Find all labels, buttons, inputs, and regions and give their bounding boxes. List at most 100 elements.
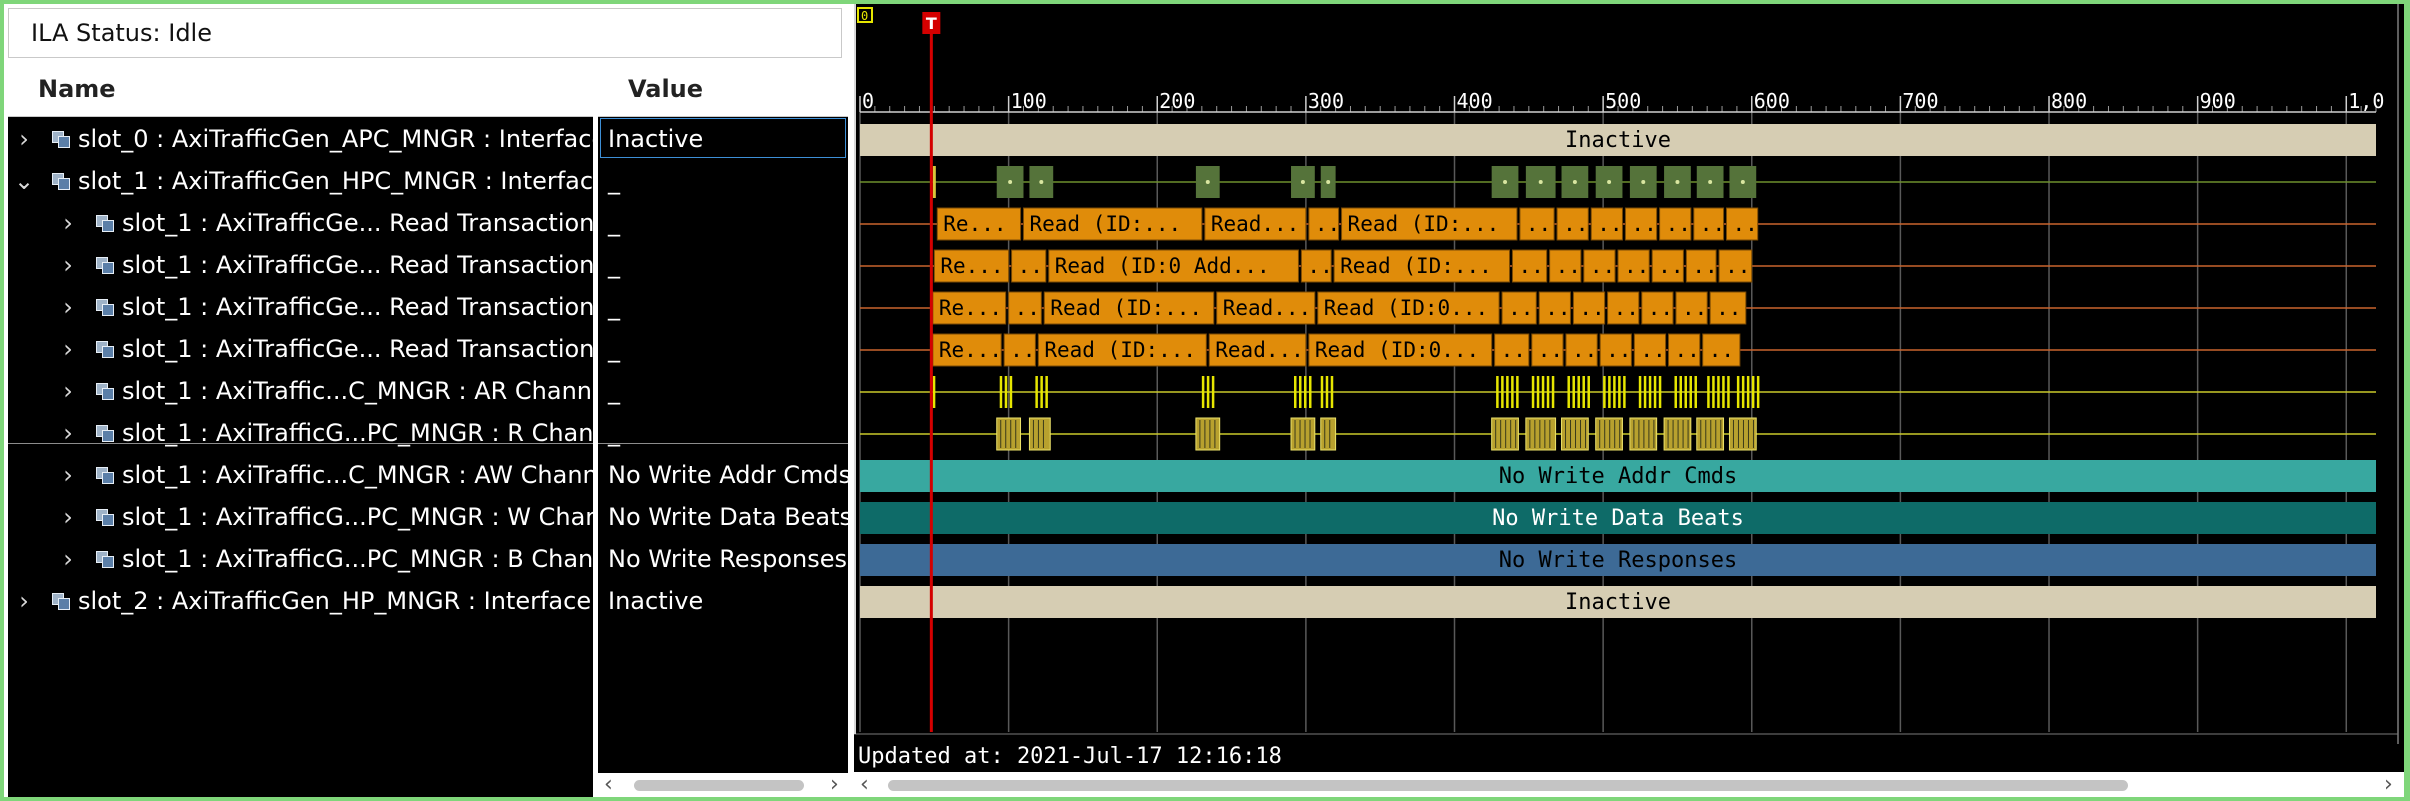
transaction-segment[interactable] — [1043, 291, 1215, 325]
signal-row[interactable]: ›slot_1 : AxiTrafficG...PC_MNGR : B Chan… — [8, 538, 593, 580]
lane-bar[interactable] — [860, 460, 2376, 492]
data-burst[interactable] — [996, 417, 1022, 451]
signal-value-row[interactable]: _ — [598, 328, 848, 370]
signal-row[interactable]: ⌄slot_1 : AxiTrafficGen_HPC_MNGR : Inter… — [8, 160, 593, 202]
trigger-marker[interactable] — [922, 12, 941, 34]
zoom-marker[interactable] — [857, 7, 873, 23]
expand-chevron-icon[interactable]: › — [63, 545, 73, 573]
waveform-horizontal-scrollbar[interactable]: ‹ › — [854, 773, 2404, 797]
transaction-segment[interactable] — [1317, 291, 1500, 325]
waveform-lane[interactable]: Re.....Read (ID:0 Add.....Read (ID:.....… — [860, 249, 2376, 283]
expand-chevron-icon[interactable]: › — [63, 209, 73, 237]
signal-value-row[interactable]: _ — [598, 160, 848, 202]
expand-chevron-icon[interactable]: › — [19, 587, 29, 615]
signal-value-row[interactable]: No Write Data Beats — [598, 496, 848, 538]
lane-bar[interactable] — [860, 544, 2376, 576]
transaction-segment[interactable] — [1633, 333, 1667, 367]
waveform-lane[interactable] — [860, 376, 2376, 408]
transaction-segment[interactable] — [1693, 207, 1725, 241]
wave-scroll-left-arrow-icon[interactable]: ‹ — [860, 772, 869, 797]
waveform-lane[interactable]: Re...Read (ID:...Read.....Read (ID:.....… — [860, 207, 2376, 241]
transaction-segment[interactable] — [1300, 249, 1332, 283]
waveform-lane[interactable] — [860, 417, 2376, 451]
transaction-segment[interactable] — [1590, 207, 1623, 241]
expand-chevron-icon[interactable]: › — [63, 377, 73, 405]
signal-row[interactable]: ›slot_1 : AxiTrafficGe... Read Transacti… — [8, 328, 593, 370]
values-scroll-thumb[interactable] — [634, 780, 804, 791]
lane-bar[interactable] — [860, 124, 2376, 156]
wave-scroll-right-arrow-icon[interactable]: › — [2384, 772, 2393, 797]
transaction-segment[interactable] — [1208, 333, 1307, 367]
scroll-right-arrow-icon[interactable]: › — [830, 772, 839, 797]
data-burst[interactable] — [1290, 417, 1316, 451]
transaction-segment[interactable] — [1333, 249, 1511, 283]
transaction-segment[interactable] — [1702, 333, 1741, 367]
waveform-lane[interactable]: Inactive — [860, 586, 2376, 618]
transaction-segment[interactable] — [1668, 333, 1701, 367]
transaction-segment[interactable] — [1204, 207, 1307, 241]
waveform-lane[interactable]: Re.....Read (ID:...Read...Read (ID:0....… — [860, 291, 2376, 325]
transaction-segment[interactable] — [1685, 249, 1717, 283]
expand-chevron-icon[interactable]: › — [63, 335, 73, 363]
data-burst[interactable] — [1028, 417, 1051, 451]
transaction-segment[interactable] — [1048, 249, 1299, 283]
signal-row[interactable]: ›slot_1 : AxiTrafficGe... Read Transacti… — [8, 286, 593, 328]
transaction-segment[interactable] — [1607, 291, 1640, 325]
expand-chevron-icon[interactable]: › — [63, 251, 73, 279]
waveform-lane[interactable]: Inactive — [860, 124, 2376, 156]
signal-value-row[interactable]: _ — [598, 202, 848, 244]
transaction-segment[interactable] — [1022, 207, 1203, 241]
expand-chevron-icon[interactable]: › — [63, 293, 73, 321]
transaction-segment[interactable] — [932, 291, 1007, 325]
waveform-lane[interactable]: Re.....Read (ID:...Read...Read (ID:0....… — [860, 333, 2376, 367]
transaction-segment[interactable] — [1216, 291, 1316, 325]
transaction-segment[interactable] — [1341, 207, 1518, 241]
transaction-segment[interactable] — [1003, 333, 1036, 367]
data-burst[interactable] — [1320, 417, 1337, 451]
transaction-segment[interactable] — [1511, 249, 1548, 283]
transaction-segment[interactable] — [1494, 333, 1530, 367]
waveform-scroll-thumb[interactable] — [888, 780, 2128, 791]
scroll-left-arrow-icon[interactable]: ‹ — [604, 772, 613, 797]
transaction-segment[interactable] — [1624, 207, 1658, 241]
value-column-header[interactable]: Value — [598, 61, 848, 117]
signal-value-row[interactable]: _ — [598, 370, 848, 412]
transaction-segment[interactable] — [932, 333, 1002, 367]
signal-row[interactable]: ›slot_1 : AxiTraffic...C_MNGR : AW Chann… — [8, 454, 593, 496]
signal-row[interactable]: ›slot_1 : AxiTrafficGe... Read Transacti… — [8, 202, 593, 244]
transaction-segment[interactable] — [1651, 249, 1684, 283]
signal-row[interactable]: ›slot_1 : AxiTrafficG...PC_MNGR : W Chan… — [8, 496, 593, 538]
expand-chevron-icon[interactable]: › — [19, 125, 29, 153]
transaction-segment[interactable] — [936, 207, 1022, 241]
transaction-segment[interactable] — [1565, 333, 1598, 367]
transaction-segment[interactable] — [1583, 249, 1616, 283]
transaction-segment[interactable] — [1501, 291, 1537, 325]
signal-value-row[interactable]: _ — [598, 286, 848, 328]
transaction-segment[interactable] — [1556, 207, 1589, 241]
transaction-segment[interactable] — [1519, 207, 1555, 241]
signal-value-row[interactable]: _ — [598, 244, 848, 286]
transaction-segment[interactable] — [933, 249, 1010, 283]
name-column-header[interactable]: Name — [8, 61, 593, 117]
transaction-segment[interactable] — [1037, 333, 1207, 367]
signal-row[interactable]: ›slot_1 : AxiTraffic...C_MNGR : AR Chann… — [8, 370, 593, 412]
transaction-segment[interactable] — [1725, 207, 1759, 241]
transaction-segment[interactable] — [1549, 249, 1582, 283]
signal-row[interactable]: ›slot_0 : AxiTrafficGen_APC_MNGR : Inter… — [8, 118, 593, 160]
waveform-lane[interactable]: No Write Data Beats — [860, 502, 2376, 534]
signal-value-row[interactable]: No Write Addr Cmds — [598, 454, 848, 496]
signal-value-row[interactable]: Inactive — [598, 580, 848, 622]
expand-chevron-icon[interactable]: › — [63, 503, 73, 531]
transaction-segment[interactable] — [1709, 291, 1747, 325]
waveform-lane[interactable]: No Write Addr Cmds — [860, 460, 2376, 492]
transaction-segment[interactable] — [1572, 291, 1606, 325]
transaction-segment[interactable] — [1538, 291, 1571, 325]
signal-row[interactable]: ›slot_1 : AxiTrafficGe... Read Transacti… — [8, 244, 593, 286]
transaction-segment[interactable] — [1308, 207, 1340, 241]
signal-value-row[interactable]: No Write Responses — [598, 538, 848, 580]
transaction-segment[interactable] — [1718, 249, 1753, 283]
waveform-lane[interactable] — [860, 166, 2376, 198]
transaction-segment[interactable] — [1617, 249, 1650, 283]
transaction-segment[interactable] — [1008, 291, 1042, 325]
